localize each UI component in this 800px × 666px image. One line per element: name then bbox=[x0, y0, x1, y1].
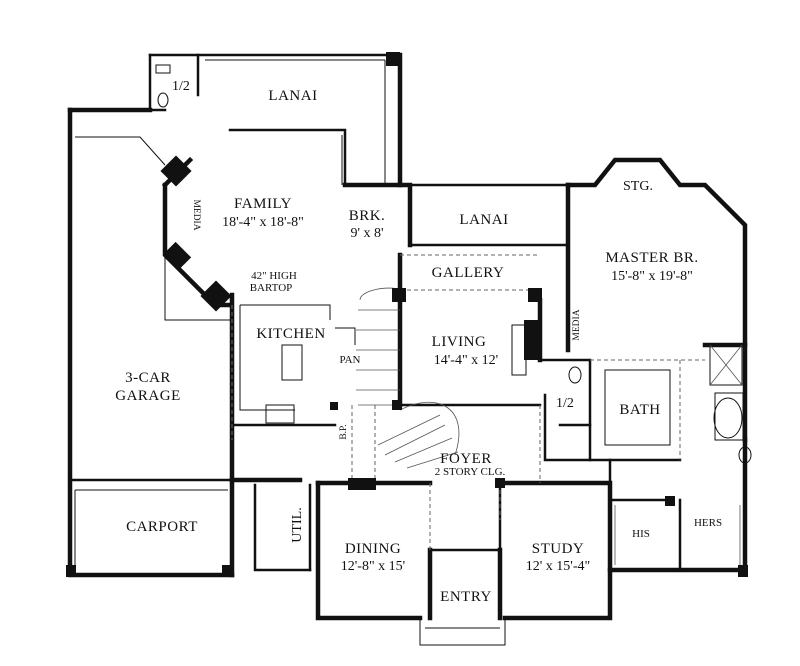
master-size-label: 15'-8" x 19'-8" bbox=[611, 269, 693, 284]
living-label: LIVING bbox=[432, 334, 487, 350]
study-label: STUDY bbox=[532, 541, 585, 557]
family-size-label: 18'-4" x 18'-8" bbox=[222, 215, 304, 230]
gallery-label: GALLERY bbox=[432, 265, 505, 281]
foyer-label: FOYER bbox=[440, 451, 492, 467]
master-label: MASTER BR. bbox=[605, 250, 698, 266]
bartop-line1-label: 42" HIGH bbox=[251, 270, 297, 282]
kitchen-label: KITCHEN bbox=[256, 326, 325, 342]
garage-line2-label: GARAGE bbox=[115, 388, 181, 404]
lanai-top-label: LANAI bbox=[268, 88, 317, 104]
living-size-label: 14'-4" x 12' bbox=[434, 353, 498, 368]
bath-label: BATH bbox=[619, 402, 660, 418]
garage-line1-label: 3-CAR bbox=[125, 370, 171, 386]
columns bbox=[66, 52, 748, 577]
foyer-note-label: 2 STORY CLG. bbox=[435, 466, 506, 478]
room-labels: 1/2 LANAI FAMILY 18'-4" x 18'-8" MEDIA B… bbox=[115, 79, 722, 605]
carport-label: CARPORT bbox=[126, 519, 198, 535]
family-label: FAMILY bbox=[234, 196, 292, 212]
media-master-label: MEDIA bbox=[572, 309, 582, 340]
stg-label: STG. bbox=[623, 179, 653, 194]
half-bath-top-label: 1/2 bbox=[172, 79, 190, 94]
dining-label: DINING bbox=[345, 541, 401, 557]
study-size-label: 12' x 15'-4" bbox=[526, 559, 590, 574]
util-label: UTIL. bbox=[290, 507, 305, 542]
dining-size-label: 12'-8" x 15' bbox=[341, 559, 405, 574]
brk-size-label: 9' x 8' bbox=[350, 226, 383, 241]
bp-label: B.P. bbox=[339, 424, 349, 439]
pan-label: PAN bbox=[340, 354, 361, 366]
bartop-line2-label: BARTOP bbox=[250, 282, 293, 294]
his-label: HIS bbox=[632, 528, 650, 540]
half-bath-mid-label: 1/2 bbox=[556, 396, 574, 411]
hers-label: HERS bbox=[694, 517, 722, 529]
media-family-label: MEDIA bbox=[191, 199, 201, 230]
brk-label: BRK. bbox=[349, 208, 386, 224]
detail-lines bbox=[74, 59, 752, 646]
entry-label: ENTRY bbox=[440, 589, 492, 605]
lanai-mid-label: LANAI bbox=[459, 212, 508, 228]
